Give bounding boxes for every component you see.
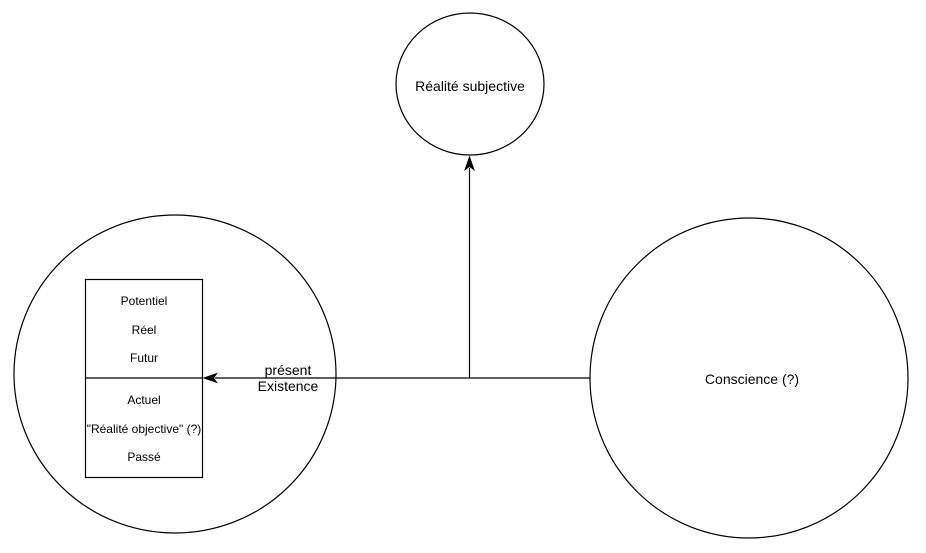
time-box-row-futur: Futur: [129, 351, 159, 366]
arrow-label-existence: Existence: [257, 377, 319, 394]
arrow-label-present: présent: [264, 361, 312, 378]
time-box-row-realite-objective: "Réalité objective" (?): [86, 422, 202, 437]
time-box-row-passe: Passé: [127, 450, 161, 465]
left-arrowhead-icon: [202, 372, 218, 384]
up-arrowhead-icon: [464, 155, 475, 171]
subjective-reality-circle: [395, 12, 545, 156]
time-box-row-potentiel: Potentiel: [120, 294, 168, 309]
subjective-reality-label: Réalité subjective: [415, 77, 525, 94]
conscience-label: Conscience (?): [704, 370, 800, 387]
existence-circle: [13, 214, 337, 534]
time-box-row-actuel: Actuel: [127, 393, 161, 408]
time-box-row-reel: Réel: [131, 323, 157, 338]
